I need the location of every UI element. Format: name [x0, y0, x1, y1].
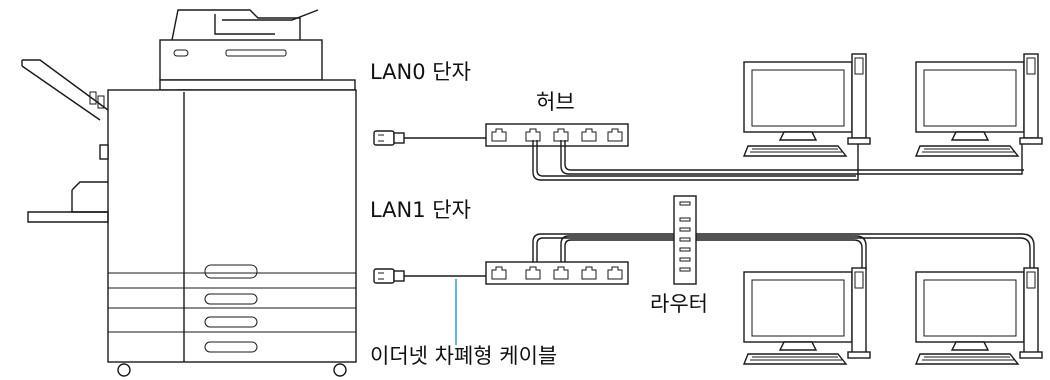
- router-label: 라우터: [650, 292, 708, 316]
- router-icon: [673, 195, 697, 285]
- computer-icon: [742, 53, 871, 157]
- ethernet-cable-label: 이더넷 차폐형 케이블: [370, 344, 558, 368]
- hub-label: 허브: [536, 90, 575, 114]
- lan0-port-label: LAN0 단자: [370, 60, 471, 84]
- lan1-cable: [373, 268, 488, 284]
- hub-icon: [485, 123, 629, 147]
- hub-icon: [485, 261, 629, 285]
- lan1-port-label: LAN1 단자: [370, 198, 471, 222]
- computer-icon: [914, 267, 1043, 365]
- computer-icon: [914, 53, 1043, 157]
- computer-icon: [742, 267, 871, 365]
- printer-icon: [21, 9, 357, 377]
- lan0-cable: [373, 130, 488, 146]
